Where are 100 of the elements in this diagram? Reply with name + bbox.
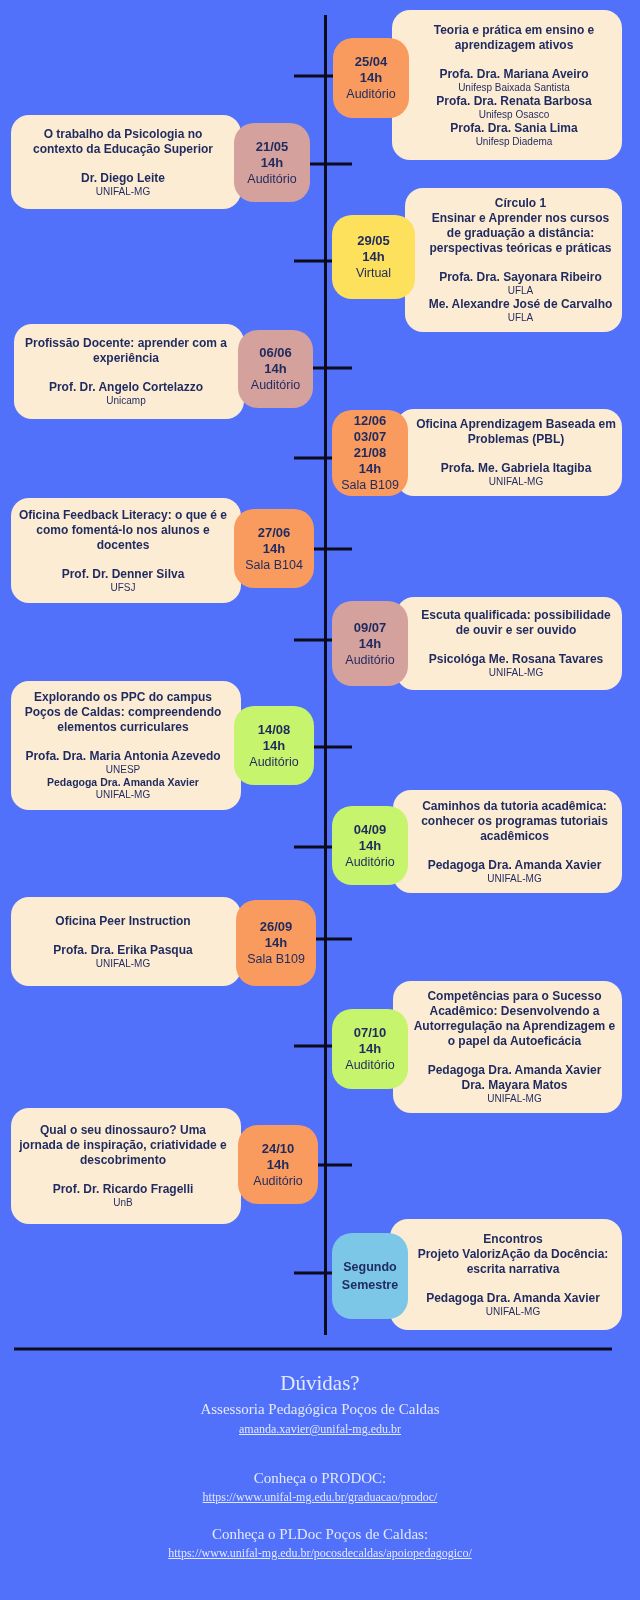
affiliation-text: Unicamp [105, 395, 147, 407]
date-text: 14h [264, 935, 288, 951]
timeline-tick [316, 937, 354, 941]
speaker-name: Pedagoga Dra. Amanda Xavier [426, 1063, 603, 1078]
date-badge [332, 601, 408, 686]
date-text: 14h [266, 1156, 290, 1173]
event-title: Competências para o Sucesso Acadêmico: Desenvolvendo a Autorregulação na Aprendizagem e o papel da Autoeficácia [413, 989, 616, 1049]
event-card [14, 324, 244, 419]
date-text: 14h [358, 837, 382, 854]
event-title: Ensinar e Aprender nos cursos de graduação a distância: perspectivas teóricas e práticas [428, 211, 613, 256]
date-text: 14h [262, 540, 286, 557]
location-text: Sala B104 [245, 556, 303, 573]
timeline-tick [292, 1271, 332, 1275]
speaker-name: Profa. Dra. Sayonara Ribeiro [438, 270, 603, 285]
location-text: Auditório [345, 651, 395, 668]
speaker-name: Pedagoga Dra. Amanda Xavier [425, 1290, 601, 1306]
date-text: 14h [359, 70, 383, 86]
event-title: Oficina Aprendizagem Baseada em Problemas (PBL) [416, 417, 616, 447]
timeline-tick [292, 845, 332, 849]
location-text: Virtual [355, 265, 392, 281]
location-text: Auditório [247, 170, 297, 187]
speaker-name: Me. Alexandre José de Carvalho [427, 297, 614, 312]
affiliation-text: UNIFAL-MG [94, 957, 152, 970]
location-text: Auditório [345, 1057, 395, 1073]
date-text: 06/06 [259, 345, 292, 361]
url-link: https://www.unifal-mg.edu.br/graduacao/prodoc/ [202, 1489, 438, 1506]
timeline-tick [292, 1044, 332, 1048]
date-text: 14h [358, 1041, 382, 1057]
date-text: 12/06 [353, 413, 387, 429]
affiliation-text: UnB [112, 1197, 134, 1209]
event-card [11, 681, 241, 810]
timeline-tick [292, 638, 332, 642]
speaker-name: Pedagoga Dra. Amanda Xavier [46, 776, 200, 789]
affiliation-text: UNIFAL-MG [484, 1305, 542, 1318]
affiliation-text: UNIFAL-MG [487, 667, 545, 679]
affiliation-text: Unifesp Baixada Santista [457, 81, 571, 94]
affiliation-text: UNIFAL-MG [94, 789, 152, 801]
location-text: Auditório [250, 377, 301, 393]
location-text: Auditório [249, 753, 299, 770]
speaker-name: Prof. Dr. Angelo Cortelazzo [47, 380, 205, 395]
date-badge [234, 509, 314, 588]
affiliation-text: UNIFAL-MG [486, 872, 543, 885]
speaker-name: Profa. Me. Gabriela Itagiba [439, 461, 593, 476]
timeline-tick [318, 1163, 354, 1167]
event-title: Profissão Docente: aprender com a experiência [23, 336, 229, 366]
speaker-name: Profa. Dra. Maria Antonia Azevedo [24, 749, 222, 764]
location-text: Auditório [345, 853, 395, 870]
url-link: https://www.unifal-mg.edu.br/pocosdecaldas/apoiopedagogico/ [168, 1545, 472, 1562]
date-text: 03/07 [353, 429, 387, 445]
event-title: Círculo 1 [493, 196, 548, 211]
date-badge [238, 1125, 318, 1204]
location-text: Sala B109 [341, 477, 399, 493]
date-badge [332, 1009, 408, 1089]
affiliation-text: UNIFAL-MG [94, 185, 152, 198]
subheading-text: Assessoria Pedagógica Poços de Caldas [200, 1400, 440, 1419]
speaker-name: Profa. Dra. Erika Pasqua [52, 942, 194, 958]
speaker-name: Profa. Dra. Renata Barbosa [435, 93, 593, 109]
event-card [11, 1108, 241, 1224]
event-title: Qual o seu dinossauro? Uma jornada de inspiração, criatividade e descobrimento [18, 1123, 228, 1168]
location-text: Auditório [253, 1172, 303, 1189]
event-card [11, 498, 241, 603]
date-text: 07/10 [353, 1025, 387, 1041]
speaker-name: Dr. Diego Leite [80, 170, 166, 186]
date-text: 27/06 [257, 524, 291, 541]
affiliation-text: UNESP [104, 764, 142, 776]
date-badge [332, 215, 415, 299]
date-text: 14h [358, 461, 382, 477]
speaker-name: Profa. Dra. Mariana Aveiro [438, 66, 590, 82]
event-card [11, 897, 241, 986]
event-title: Oficina Feedback Literacy: o que é e como fomentá-lo nos alunos e docentes [17, 507, 229, 553]
speaker-name: Dra. Mayara Matos [460, 1078, 569, 1093]
date-badge [332, 806, 408, 885]
date-text: 14h [358, 635, 382, 652]
date-text: 14h [262, 737, 286, 754]
date-badge [234, 706, 314, 785]
event-title: Escuta qualificada: possibilidade de ouvir e ser ouvido [420, 608, 612, 638]
speaker-name: Profa. Dra. Sania Lima [449, 120, 579, 136]
date-text: 26/09 [259, 919, 293, 935]
heading-text: Dúvidas? [280, 1371, 360, 1395]
speaker-name: Prof. Dr. Denner Silva [60, 566, 186, 582]
date-text: 14/08 [257, 721, 291, 738]
location-text: Sala B109 [247, 951, 305, 967]
subheading-text: Conheça o PRODOC: [253, 1469, 387, 1488]
location-text: Auditório [346, 86, 396, 102]
event-title: Projeto ValorizAção da Docência: escrita narrativa [416, 1246, 610, 1277]
date-badge [238, 330, 313, 408]
date-text: 21/05 [255, 138, 289, 155]
event-title: Explorando os PPC do campus Poços de Caldas: compreendendo elementos curriculares [23, 690, 223, 735]
timeline-tick [292, 74, 333, 78]
date-text: 09/07 [353, 619, 387, 636]
event-card [11, 115, 241, 209]
date-badge [332, 1233, 408, 1319]
date-text: 14h [362, 249, 385, 265]
date-text: 21/08 [353, 445, 387, 461]
date-text: 25/04 [354, 54, 388, 70]
affiliation-text: Unifesp Osasco [477, 108, 551, 121]
affiliation-text: UFSJ [109, 581, 137, 594]
timeline-bar [323, 15, 327, 1335]
event-title: Oficina Peer Instruction [54, 913, 192, 929]
speaker-name: Pedagoga Dra. Amanda Xavier [426, 857, 603, 873]
